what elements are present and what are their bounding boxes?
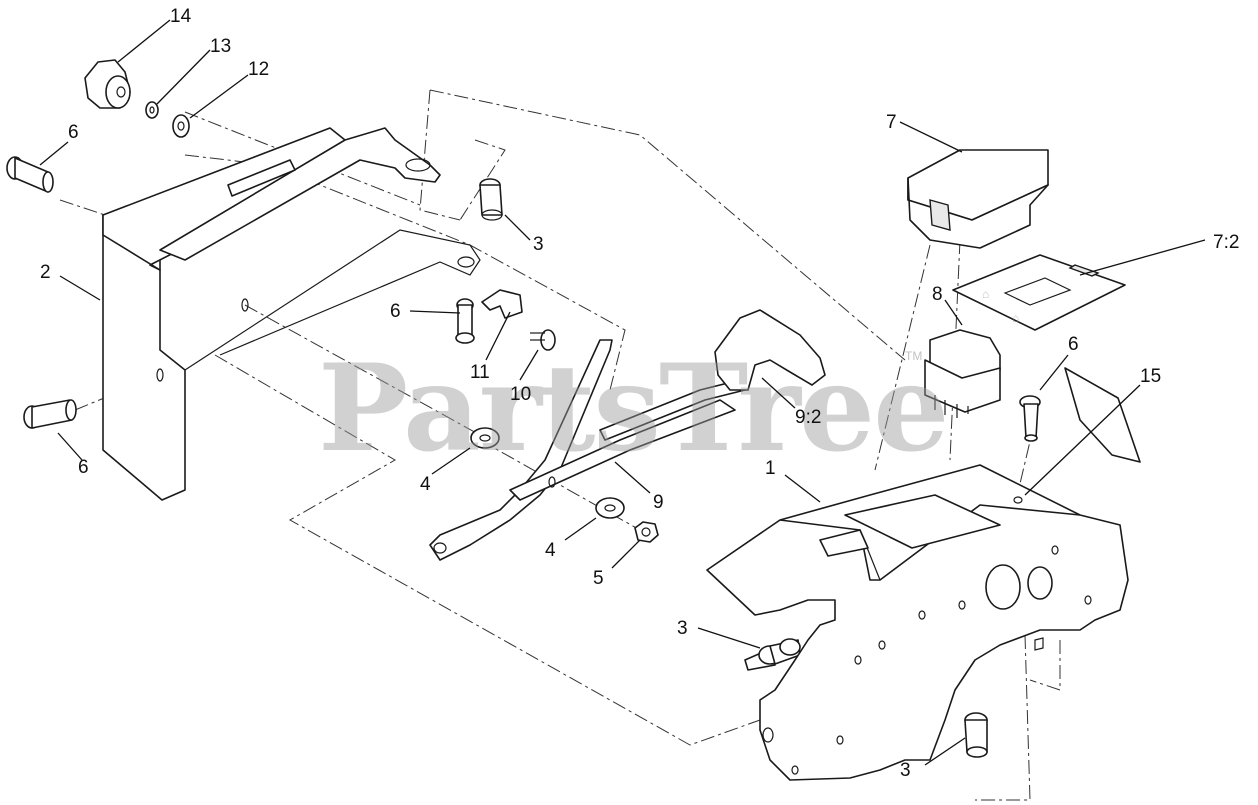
lever-part-9 (429, 339, 746, 561)
watermark-text: PartsTree (318, 338, 947, 479)
watermark-trademark: TM (905, 349, 922, 363)
spacer-part-3-bottom (964, 712, 988, 758)
callout-3: 3 (677, 618, 688, 639)
callout-10: 10 (510, 384, 531, 405)
grip-part-9-2 (714, 309, 826, 391)
washer-part-4-lower (595, 497, 625, 519)
callout-14: 14 (170, 6, 192, 27)
callout-4: 4 (545, 540, 556, 561)
spacer-part-3-top (479, 178, 503, 221)
callout-12: 12 (248, 59, 269, 80)
switch-part-8 (924, 329, 1001, 418)
bolt-part-6-lower-left (23, 399, 77, 429)
cover-part-7 (907, 149, 1049, 249)
clip-part-11 (481, 289, 523, 319)
callout-8: 8 (932, 284, 943, 305)
callout-6: 6 (78, 457, 89, 478)
leader-lines (39, 19, 1206, 766)
bolt-part-6-right (1019, 395, 1041, 442)
callout-9-2: 9:2 (795, 407, 821, 428)
callout-7: 7 (886, 112, 897, 133)
washer-part-12 (172, 114, 190, 138)
watermark: PartsTree TM (318, 338, 949, 479)
washer-part-4-upper (470, 427, 500, 449)
bolt-part-6-upper-left (6, 156, 54, 193)
knob-part-14 (84, 59, 131, 109)
decal-mark-a: ⌂ (982, 287, 989, 301)
bolt-part-6-middle (455, 298, 475, 344)
decal-part-7-2: ⌂ ⌂ (952, 254, 1126, 331)
callout-15: 15 (1140, 366, 1161, 387)
side-plate-part-2 (102, 127, 481, 501)
plate-part-15 (1064, 367, 1141, 463)
console-frame-part-1 (706, 464, 1129, 781)
decal-mark-b: ⌂ (1012, 311, 1019, 325)
spacer-part-3-mid (744, 638, 801, 671)
callout-6: 6 (1068, 334, 1079, 355)
callout-4: 4 (420, 474, 431, 495)
pin-part-10 (530, 329, 556, 351)
callout-labels: 14 13 12 6 2 6 3 6 11 10 4 9:2 9 4 5 7 7… (40, 6, 1239, 781)
nut-part-5 (634, 521, 659, 543)
callout-6: 6 (68, 122, 79, 143)
callout-11: 11 (470, 362, 490, 383)
callout-2: 2 (40, 262, 51, 283)
callout-5: 5 (593, 568, 604, 589)
callout-13: 13 (210, 36, 231, 57)
callout-3: 3 (533, 234, 544, 255)
callout-7-2: 7:2 (1213, 232, 1239, 253)
callout-6: 6 (390, 301, 401, 322)
callout-9: 9 (653, 492, 664, 513)
callout-3: 3 (900, 760, 911, 781)
lock-washer-part-13 (145, 101, 159, 119)
callout-1: 1 (765, 458, 776, 479)
